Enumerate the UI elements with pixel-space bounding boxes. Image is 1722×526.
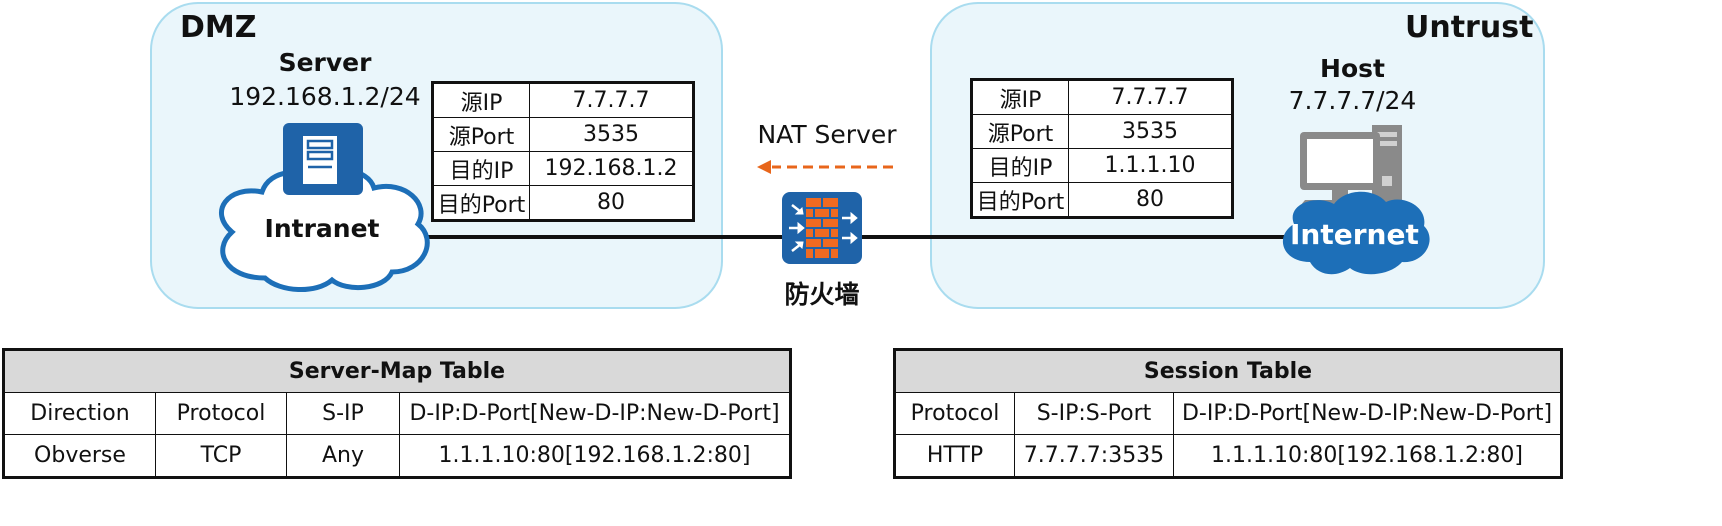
firewall-icon <box>782 192 862 264</box>
packet-field: 目的Port <box>971 182 1069 218</box>
packet-value: 3535 <box>1068 114 1233 149</box>
column-header: Protocol <box>894 392 1015 435</box>
packet-value: 80 <box>1068 182 1233 218</box>
internet-cloud-icon <box>1282 191 1430 275</box>
packet-value: 7.7.7.7 <box>529 82 694 118</box>
packet-field: 目的IP <box>971 148 1069 183</box>
column-header: Direction <box>3 392 156 435</box>
packet-value: 3535 <box>529 117 694 152</box>
packet-field: 源Port <box>432 117 530 152</box>
packet-field: 源Port <box>971 114 1069 149</box>
session-header-row: Protocol S-IP:S-Port D-IP:D-Port[New-D-I… <box>894 392 1562 435</box>
column-header: D-IP:D-Port[New-D-IP:New-D-Port] <box>399 392 791 435</box>
dmz-zone-label: DMZ <box>180 10 257 45</box>
table-cell: TCP <box>155 434 287 478</box>
table-row: Obverse TCP Any 1.1.1.10:80[192.168.1.2:… <box>3 434 791 478</box>
packet-field: 源IP <box>971 79 1069 115</box>
server-ip: 192.168.1.2/24 <box>229 82 421 111</box>
server-icon <box>283 123 363 195</box>
column-header: D-IP:D-Port[New-D-IP:New-D-Port] <box>1173 392 1562 435</box>
intranet-cloud-icon <box>218 168 430 293</box>
untrust-zone-label: Untrust <box>1405 10 1534 45</box>
nat-direction-arrow <box>757 160 893 174</box>
table-cell: Any <box>286 434 400 478</box>
nat-server-label: NAT Server <box>757 120 897 149</box>
table-row: HTTP 7.7.7.7:3535 1.1.1.10:80[192.168.1.… <box>894 434 1562 478</box>
firewall-label: 防火墙 <box>784 280 860 309</box>
table-cell: 1.1.1.10:80[192.168.1.2:80] <box>1173 434 1562 478</box>
column-header: Protocol <box>155 392 287 435</box>
column-header: S-IP <box>286 392 400 435</box>
host-ip: 7.7.7.7/24 <box>1288 86 1417 115</box>
column-header: S-IP:S-Port <box>1014 392 1174 435</box>
table-cell: Obverse <box>3 434 156 478</box>
server-map-header-row: Direction Protocol S-IP D-IP:D-Port[New-… <box>3 392 791 435</box>
host-name: Host <box>1320 54 1385 83</box>
server-map-table: Server-Map Table Direction Protocol S-IP… <box>2 348 792 479</box>
packet-value: 7.7.7.7 <box>1068 79 1233 115</box>
packet-value: 80 <box>529 185 694 221</box>
host-pc-icon <box>1295 125 1402 212</box>
server-name: Server <box>278 48 372 77</box>
session-table: Session Table Protocol S-IP:S-Port D-IP:… <box>893 348 1563 479</box>
packet-field: 目的Port <box>432 185 530 221</box>
internet-cloud-label: Internet <box>1290 218 1419 251</box>
packet-field: 源IP <box>432 82 530 118</box>
table-cell: HTTP <box>894 434 1015 478</box>
server-map-title-row: Server-Map Table <box>3 349 791 393</box>
packet-value: 1.1.1.10 <box>1068 148 1233 183</box>
session-title-row: Session Table <box>894 349 1562 393</box>
server-map-title: Server-Map Table <box>3 349 791 393</box>
table-cell: 7.7.7.7:3535 <box>1014 434 1174 478</box>
packet-field: 目的IP <box>432 151 530 186</box>
table-cell: 1.1.1.10:80[192.168.1.2:80] <box>399 434 791 478</box>
packet-value: 192.168.1.2 <box>529 151 694 186</box>
intranet-cloud-label: Intranet <box>264 214 380 243</box>
session-title: Session Table <box>894 349 1562 393</box>
